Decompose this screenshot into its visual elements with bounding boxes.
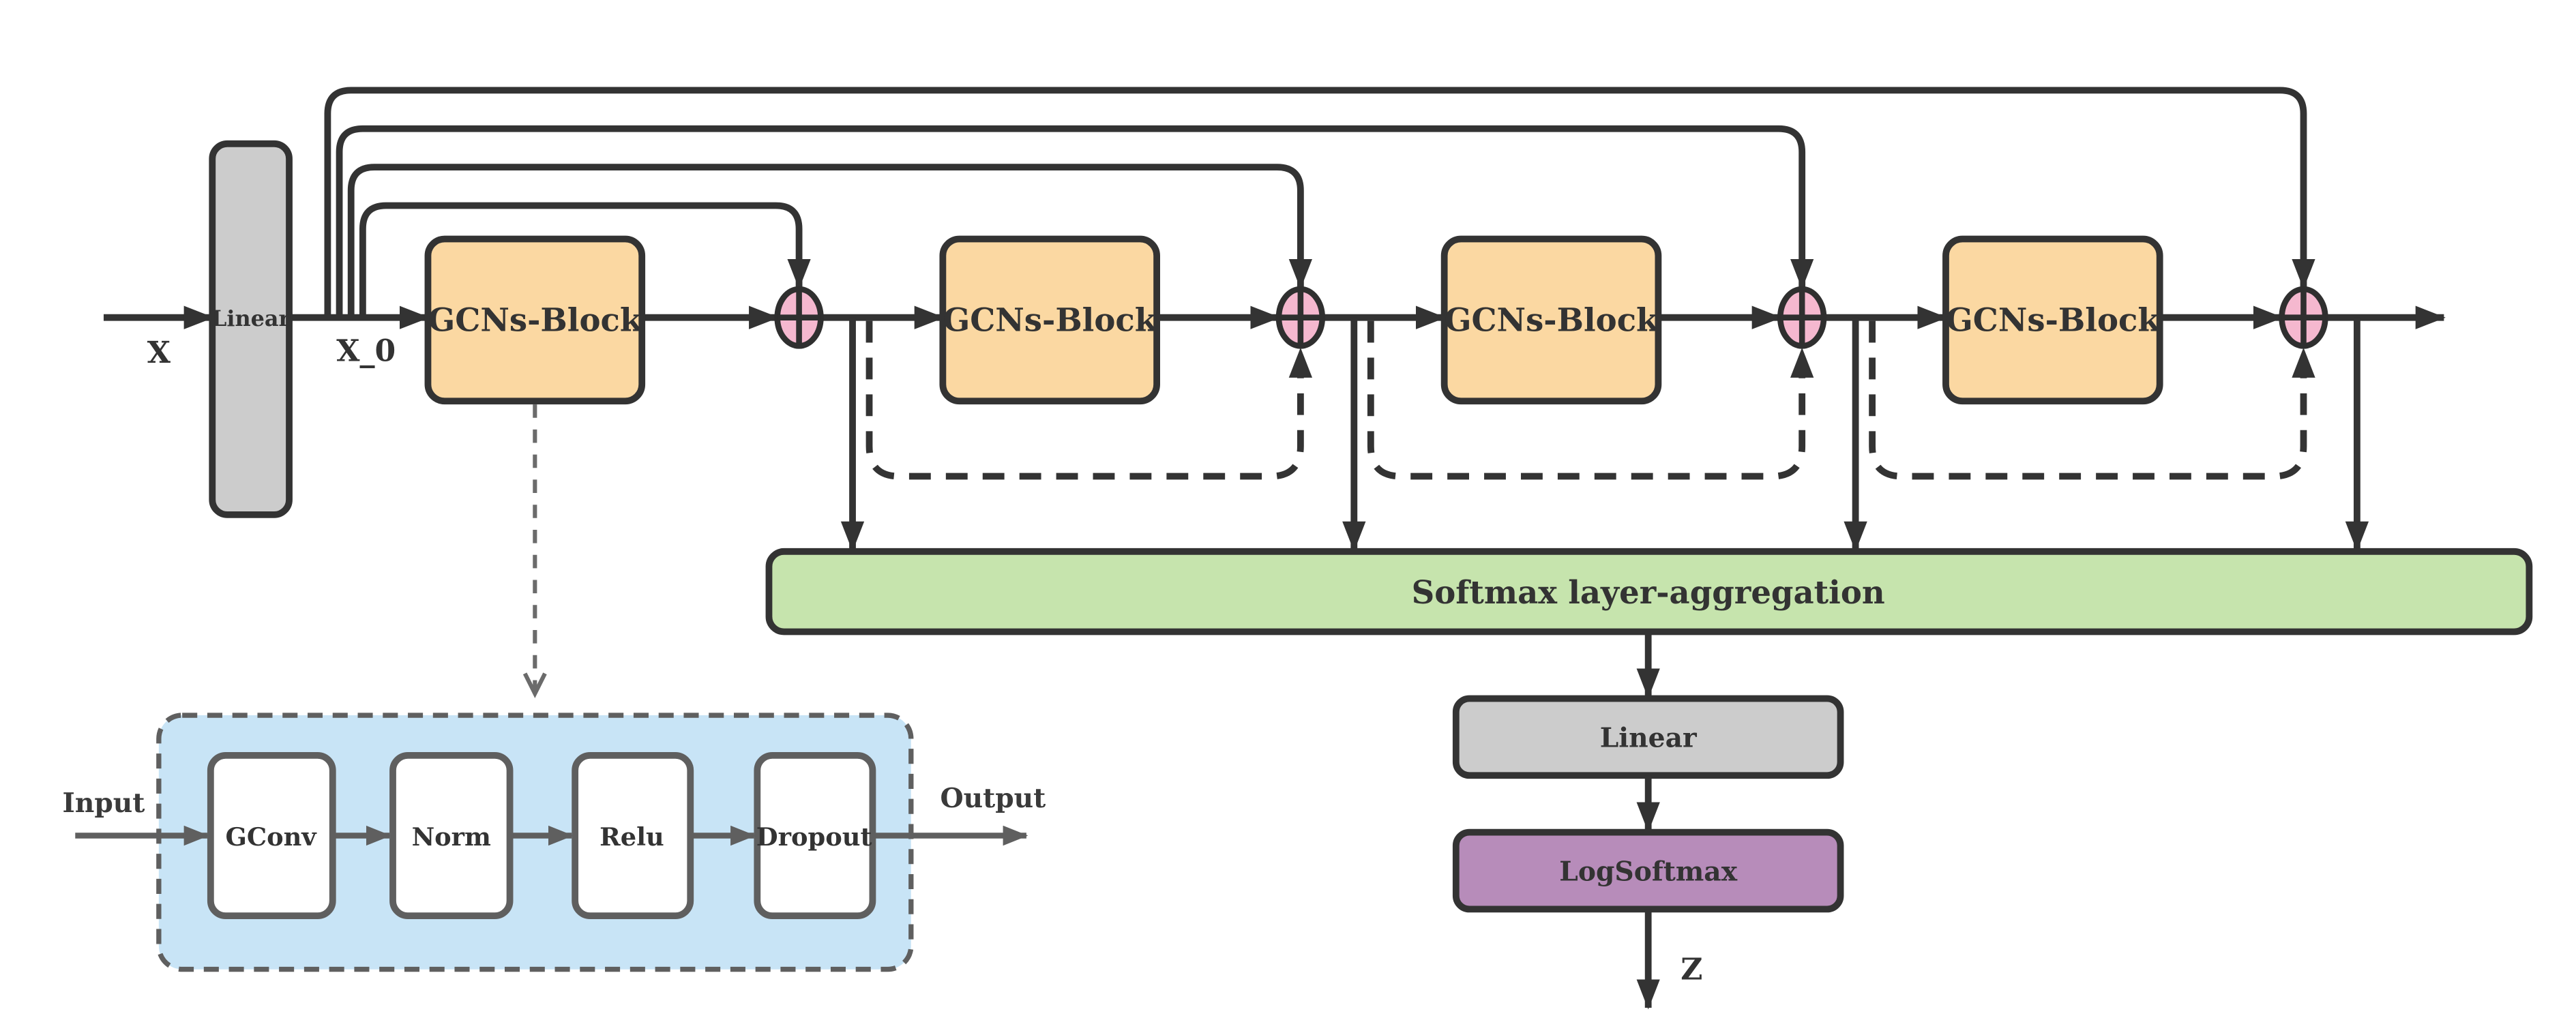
detail-output-label: Output [940, 783, 1046, 814]
gcn-block-2-box [939, 235, 1160, 405]
detail-stage-dropout-label: Dropout [756, 822, 872, 852]
gcn-block-3-box [1440, 235, 1662, 405]
detail-stage-relu-label: Relu [599, 822, 664, 852]
gcn-block-1-box [424, 235, 646, 405]
gcn-block-1: GCNs-Block [424, 235, 646, 405]
add-node-2-icon [1275, 286, 1326, 349]
gcn-block-1-label: GCNs-Block [428, 301, 643, 338]
detail-stage-norm-label: Norm [412, 822, 491, 852]
gcn-block-detail-panel [156, 713, 914, 972]
input-linear-block [209, 140, 293, 518]
detail-stage-gconv-label: GConv [225, 822, 317, 852]
output-z-label: Z [1681, 952, 1702, 987]
detail-stage-dropout-box [754, 751, 876, 920]
input-linear-label: Linear [211, 305, 291, 331]
x0-label: X_0 [336, 333, 396, 368]
gcn-block-3-label: GCNs-Block [1445, 301, 1659, 338]
add-node-3-icon [1777, 286, 1827, 349]
gcn-block-4-label: GCNs-Block [1946, 301, 2161, 338]
gcn-block-4: GCNs-Block [1942, 235, 2163, 405]
skip-connection-arc-to-add4 [324, 87, 2315, 318]
gcn-block-4-box [1942, 235, 2163, 405]
skip-connection-arc-to-add2 [347, 164, 1313, 318]
output-linear-label: Linear [1600, 723, 1698, 754]
detail-input-label: Input [63, 788, 145, 819]
detail-stage-norm-box [389, 751, 514, 920]
detail-stage-relu-box [572, 751, 694, 920]
gcn-block-3: GCNs-Block [1440, 235, 1662, 405]
skip-connection-arc-to-add3 [336, 125, 1814, 318]
gcn-block-2: GCNs-Block [939, 235, 1160, 405]
skip-connection-arc-to-add1 [359, 202, 811, 318]
add-node-4-icon [2279, 286, 2328, 349]
logsoftmax-label: LogSoftmax [1559, 856, 1737, 888]
input-x-label: X [147, 335, 171, 370]
softmax-aggregation-label: Softmax layer-aggregation [1412, 573, 1885, 611]
gcn-block-2-label: GCNs-Block [943, 301, 1157, 338]
detail-stage-gconv-box [207, 751, 336, 920]
add-node-1-icon [774, 286, 824, 349]
